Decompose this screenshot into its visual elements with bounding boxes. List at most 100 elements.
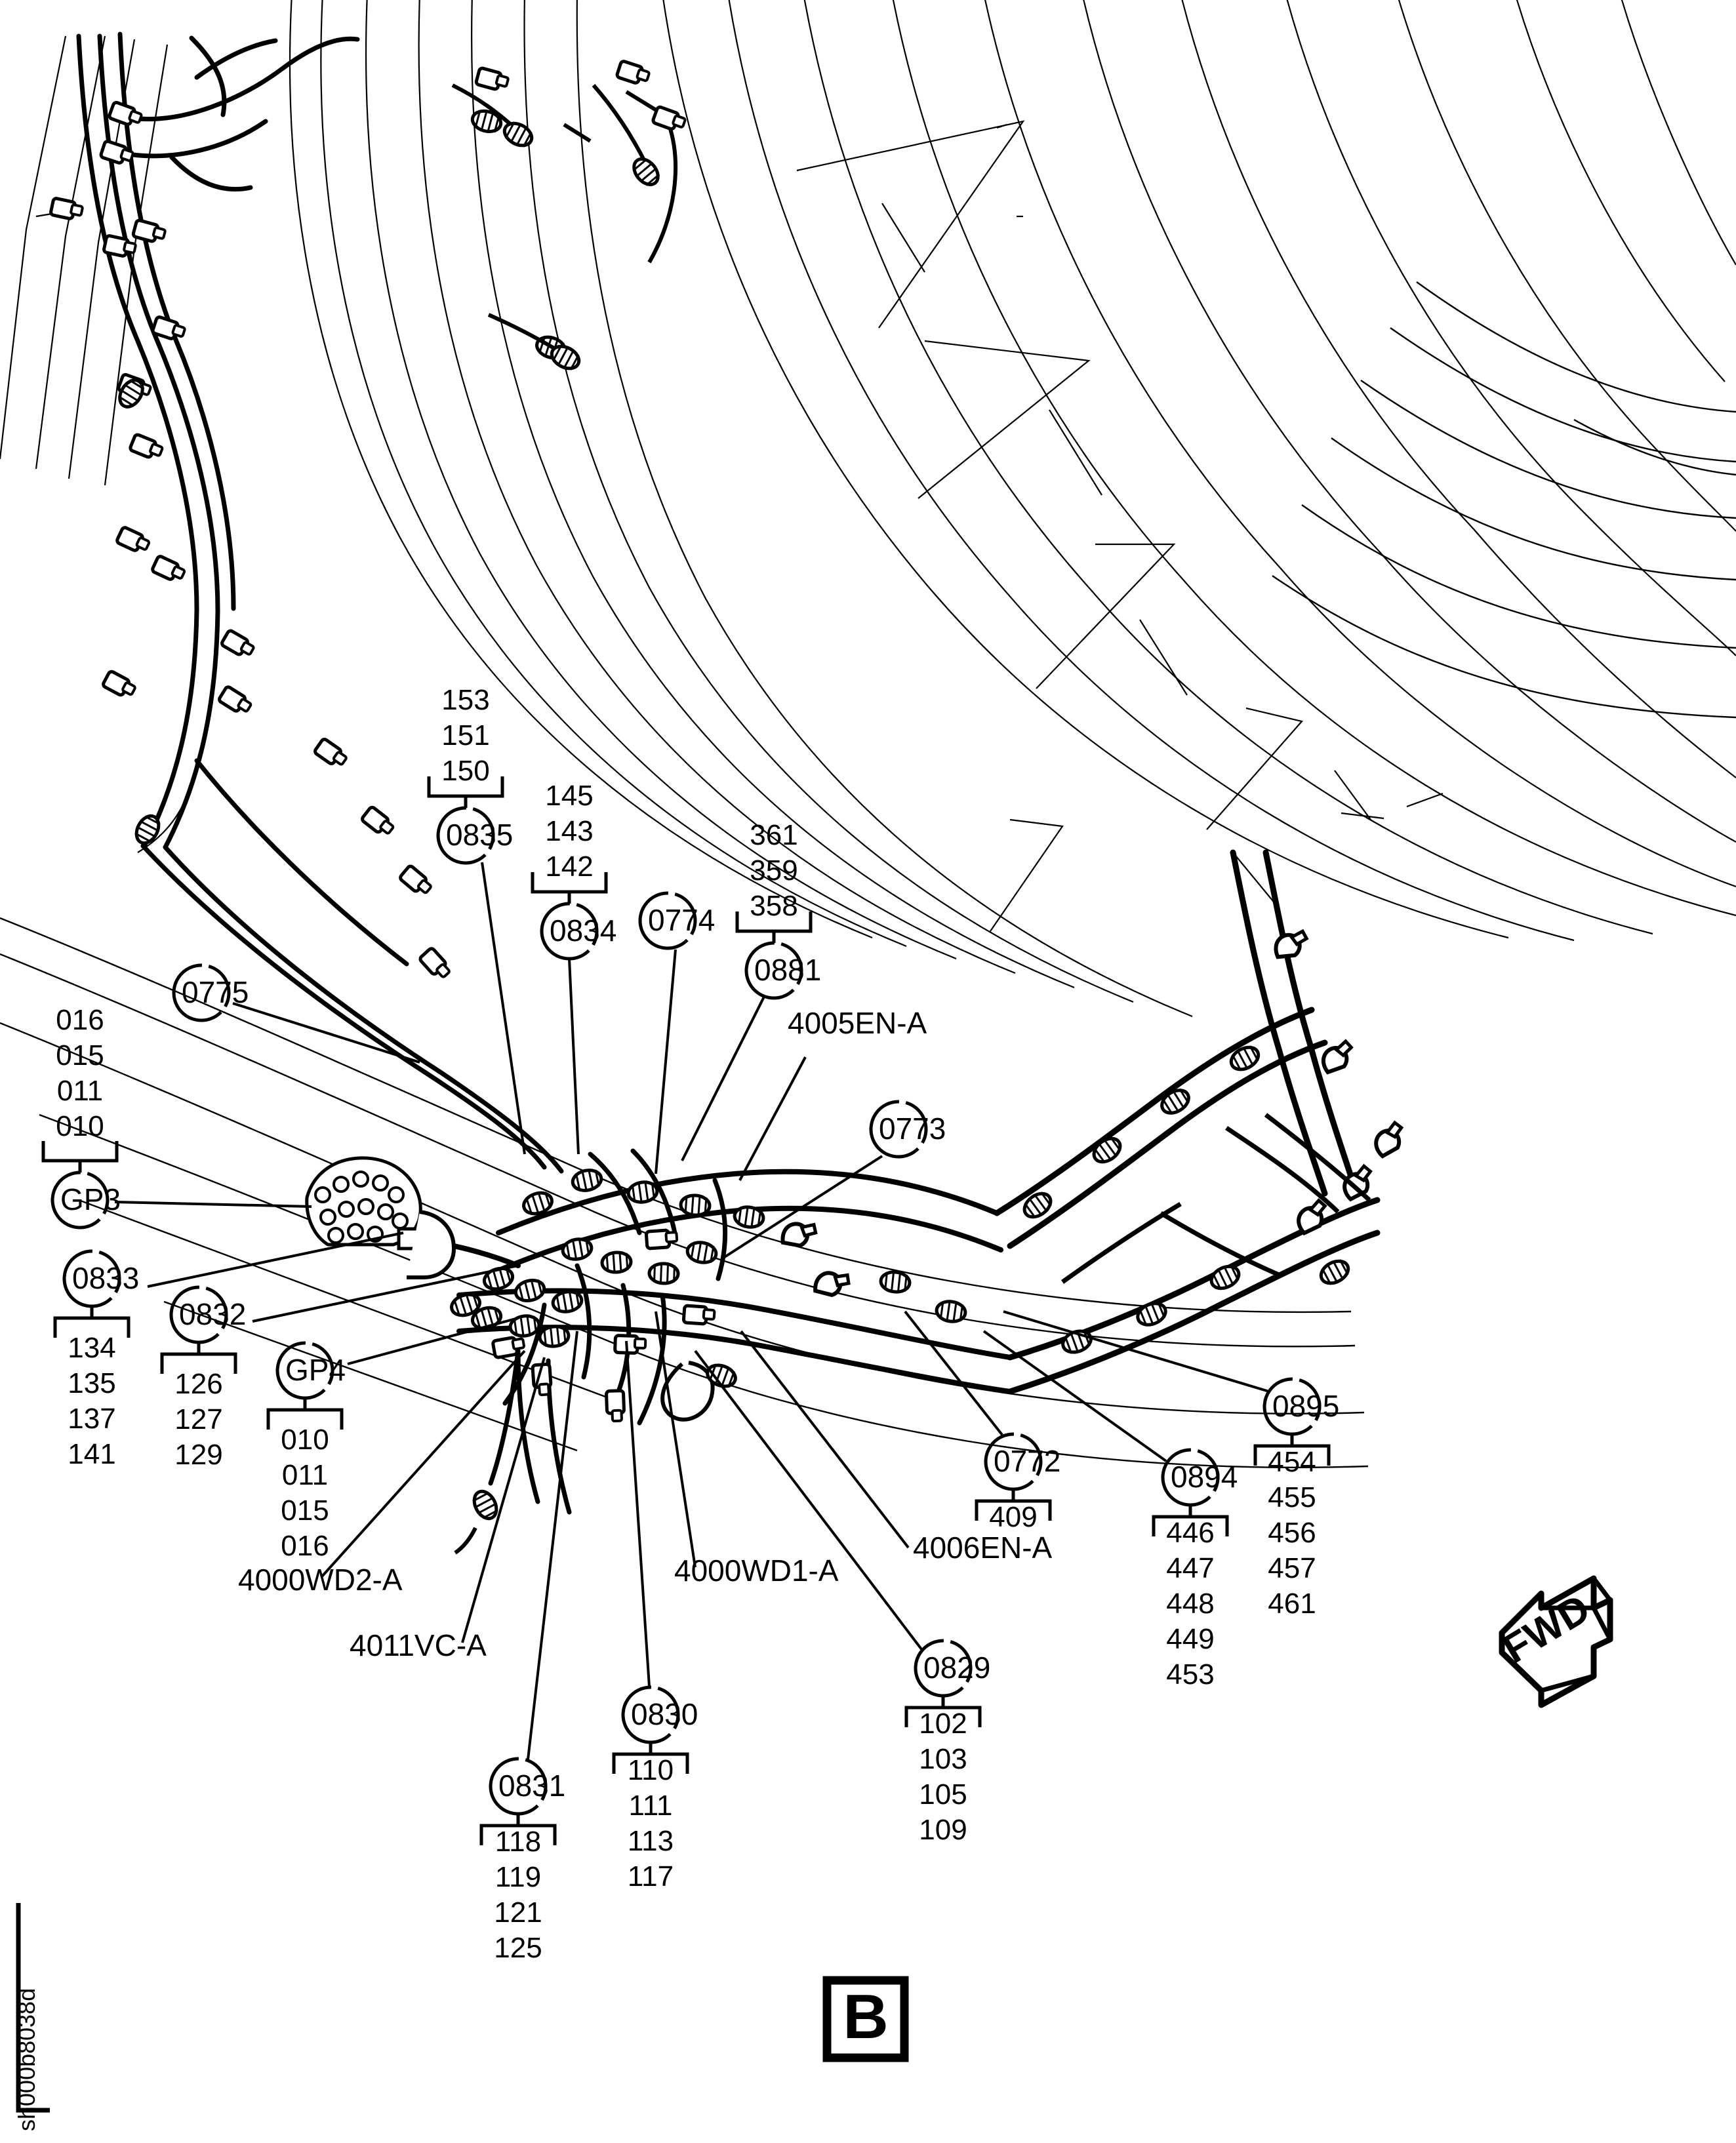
text-label-4011VC-A[interactable]: 4011VC-A (350, 1357, 546, 1662)
leader-line (694, 1350, 923, 1651)
callout-circle (984, 1432, 1043, 1491)
callout-label: 0829 (923, 1651, 990, 1685)
leader-line (982, 1330, 1167, 1462)
callout-item: 448 (1166, 1588, 1214, 1620)
right-harness-hardware (880, 931, 1409, 1355)
leader-line (232, 1002, 420, 1064)
leader-line (347, 1317, 519, 1365)
mid-left-cable-run (140, 758, 564, 1174)
callout-circle (62, 1249, 121, 1308)
callout-item: 113 (628, 1825, 674, 1857)
callout-item: 016 (281, 1530, 329, 1562)
callout-item: 011 (282, 1459, 328, 1491)
zone-marker-b: B (822, 1976, 909, 2062)
callout-label: 0834 (550, 913, 616, 948)
callout-item: 449 (1166, 1623, 1214, 1655)
callout-item: 143 (545, 815, 593, 847)
leader-line (625, 1340, 651, 1687)
text-label: 4006EN-A (913, 1531, 1053, 1565)
gp3-connector-pack (305, 1156, 456, 1279)
callout-item: 119 (495, 1861, 541, 1893)
fan-blade-slivers (796, 120, 1443, 932)
callout-label: GP4 (285, 1353, 346, 1387)
callout-label: 0830 (631, 1697, 698, 1731)
lower-nacelle-band (0, 917, 1369, 1469)
callout-item: 454 (1268, 1446, 1316, 1478)
lower-left-probe-cable (488, 1348, 521, 1486)
callout-circle (638, 891, 697, 950)
callout-item: 102 (919, 1708, 967, 1740)
callout-item: 103 (919, 1743, 967, 1775)
callout-label: 0835 (446, 818, 513, 852)
callout-0775[interactable]: 0775 (172, 963, 420, 1064)
leader-line (655, 1311, 696, 1568)
callout-item: 145 (545, 780, 593, 812)
text-label-4005EN-A[interactable]: 4005EN-A (738, 1006, 927, 1181)
callout-item: 010 (281, 1424, 329, 1456)
callout-item: 127 (174, 1403, 222, 1435)
callout-item: 359 (750, 854, 797, 887)
leader-line (568, 958, 580, 1155)
text-label-4000WD2-A[interactable]: 4000WD2-A (238, 1350, 526, 1597)
callout-circle (540, 902, 599, 961)
leader-line (1003, 1310, 1270, 1393)
callout-item: 141 (68, 1438, 115, 1470)
callout-item: 151 (441, 719, 489, 751)
leader-line (481, 862, 526, 1155)
callout-item: 015 (56, 1039, 104, 1072)
callout-0773[interactable]: 0773 (720, 1100, 946, 1260)
callout-label: 0772 (994, 1444, 1060, 1478)
callout-item: 446 (1166, 1517, 1214, 1549)
left-harness-bundle (76, 31, 236, 850)
callout-circle (275, 1341, 334, 1400)
leader-line (738, 1056, 807, 1181)
nacelle-contours (289, 0, 1193, 1018)
leader-line (655, 949, 677, 1174)
text-label-4000WD1-A[interactable]: 4000WD1-A (655, 1311, 839, 1588)
callout-item: 461 (1268, 1588, 1316, 1620)
callout-item: 447 (1166, 1552, 1214, 1584)
callout-0774[interactable]: 0774 (638, 891, 715, 1174)
callout-item: 126 (174, 1368, 222, 1400)
text-label: 4005EN-A (788, 1006, 927, 1040)
callout-label: 0895 (1272, 1389, 1339, 1423)
callout-circle (914, 1639, 973, 1698)
callout-item: 361 (750, 819, 797, 851)
lower-left-probe-connector (470, 1488, 500, 1523)
text-label-4006EN-A[interactable]: 4006EN-A (740, 1330, 1053, 1565)
callout-item: 453 (1166, 1658, 1214, 1691)
leader-line (681, 996, 765, 1161)
right-harness-struts (1060, 1113, 1371, 1284)
callout-item: 153 (441, 684, 489, 716)
callout-bracket (41, 1141, 119, 1163)
callout-label: 0831 (498, 1769, 565, 1803)
callout-label: 0773 (879, 1112, 946, 1146)
right-harness-run (994, 849, 1381, 1395)
callout-item: 142 (545, 851, 593, 883)
callout-circle (436, 806, 495, 865)
callout-item: 117 (628, 1860, 674, 1893)
callout-label: 0894 (1171, 1460, 1238, 1494)
callout-item: 010 (56, 1110, 104, 1142)
leader-line (461, 1357, 546, 1643)
callout-item: 358 (750, 890, 797, 922)
callout-circle (169, 1285, 228, 1344)
text-label: 4000WD2-A (238, 1563, 403, 1597)
leader-line (740, 1330, 910, 1549)
leader-line (147, 1232, 404, 1288)
callout-circle (621, 1685, 680, 1744)
